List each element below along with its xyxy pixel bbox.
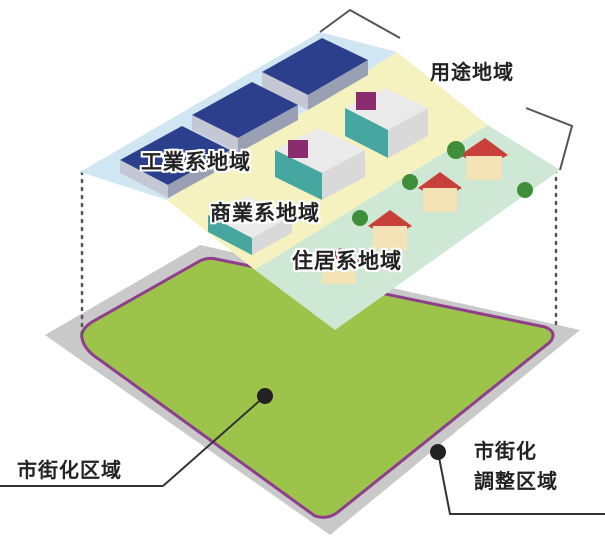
urbanization-marker <box>257 388 273 404</box>
youto-chiiki-label: 用途地域 <box>430 60 514 84</box>
zoning-bracket-right <box>525 107 574 171</box>
commercial-buildings <box>208 88 428 255</box>
chosei-line-2: 調整区域 <box>474 469 558 493</box>
jukyo-label: 住居系地域 <box>292 249 402 273</box>
kogyo-label: 工業系地域 <box>141 150 251 174</box>
chosei-kuiki-label: 市街化 調整区域 <box>474 436 558 496</box>
factory-buildings <box>120 38 368 198</box>
zoning-bracket-top <box>319 8 401 39</box>
houses <box>318 138 533 284</box>
urbanization-area <box>80 256 555 519</box>
shogyo-label: 商業系地域 <box>210 201 320 225</box>
control-marker <box>430 444 446 460</box>
shigaika-kuiki-label: 市街化区域 <box>17 458 122 482</box>
urbanization-leader-line <box>162 395 266 487</box>
control-leader-line <box>437 451 605 515</box>
chosei-line-1: 市街化 <box>474 439 537 463</box>
